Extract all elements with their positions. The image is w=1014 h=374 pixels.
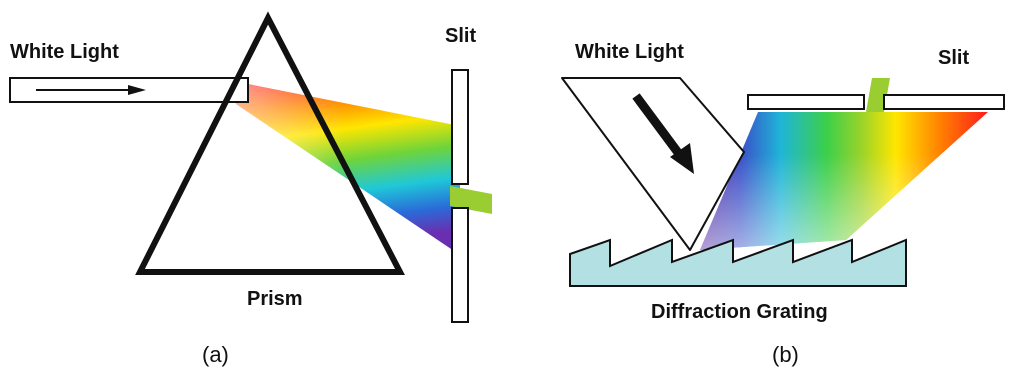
caption-b: (b): [772, 342, 799, 367]
diffraction-grating: [569, 238, 907, 287]
slit-plate-right: [883, 94, 1005, 110]
prism-label: Prism: [247, 288, 303, 310]
beam-arrowhead: [128, 85, 146, 95]
white-light-label-b: White Light: [575, 41, 684, 63]
diffraction-grating-label: Diffraction Grating: [651, 301, 828, 323]
grating-spectrum-highlight: [700, 112, 988, 250]
panel-a: White Light Slit Prism (a): [9, 11, 492, 367]
white-light-beam-b: [561, 77, 745, 251]
panel-b: White Light Slit Diffraction Grating (b): [561, 41, 1005, 367]
beam-arrowhead-b: [670, 143, 694, 174]
slit-plate-upper: [451, 69, 469, 185]
slit-plate-lower: [451, 207, 469, 323]
slit-label-b: Slit: [938, 47, 969, 69]
slit-label-a: Slit: [445, 25, 476, 47]
slit-plate-left: [747, 94, 865, 110]
beam-direction-arrow-b: [632, 93, 686, 161]
caption-a: (a): [202, 342, 229, 367]
prism-triangle: [135, 11, 405, 275]
white-light-label-a: White Light: [10, 41, 119, 63]
